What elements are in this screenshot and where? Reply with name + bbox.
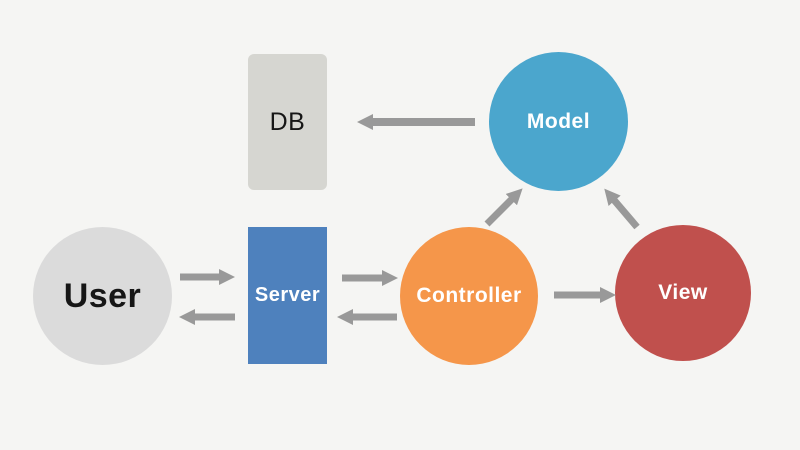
controller-node: Controller	[400, 227, 538, 365]
db-node: DB	[248, 54, 327, 190]
controller-node-label: Controller	[416, 284, 522, 307]
model-node-label: Model	[526, 109, 591, 133]
arrow-controller-to-model	[484, 188, 523, 227]
view-node-label: View	[658, 281, 708, 304]
user-node-label: User	[63, 276, 142, 315]
view-node: View	[615, 225, 751, 361]
model-node: Model	[489, 52, 628, 191]
server-node: Server	[248, 227, 327, 364]
arrow-view-to-model	[604, 188, 640, 230]
user-node: User	[33, 227, 172, 365]
db-node-label: DB	[269, 107, 306, 136]
server-node-label: Server	[254, 284, 321, 306]
